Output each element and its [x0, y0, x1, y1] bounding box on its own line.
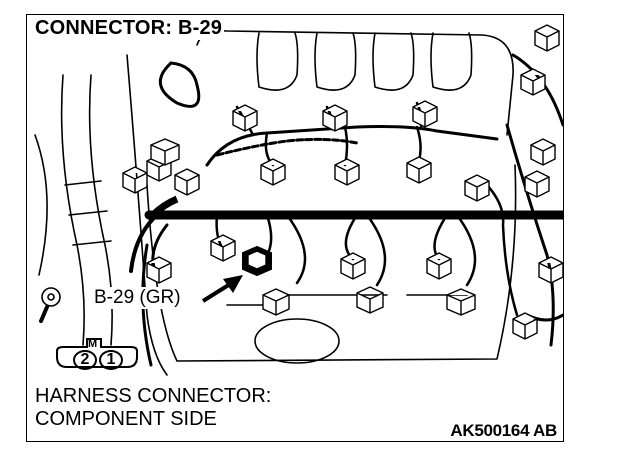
- caption-line-1: HARNESS CONNECTOR:: [35, 385, 272, 407]
- harness-branch: [415, 125, 422, 163]
- main-harness-edge: [150, 195, 179, 218]
- connector: [334, 158, 360, 186]
- pin-number-2: 2: [80, 351, 90, 368]
- harness-wire: [215, 137, 359, 157]
- injector-wire: [365, 213, 387, 287]
- right-wire: [485, 183, 519, 317]
- ground-terminal: [41, 287, 61, 307]
- left-hose: [60, 74, 85, 346]
- connector: [524, 170, 550, 198]
- hose-band: [64, 180, 112, 246]
- callout-arrow: [201, 275, 243, 303]
- connector: [446, 288, 476, 316]
- ground-terminal-hole: [47, 293, 55, 301]
- left-tube: [34, 134, 48, 276]
- connector: [538, 256, 563, 284]
- injector-wire: [455, 213, 477, 287]
- connector-b29: [242, 245, 272, 277]
- connector: [174, 168, 200, 196]
- manifold-runner: [256, 32, 299, 91]
- manifold-runner: [430, 32, 473, 91]
- connector: [406, 156, 432, 184]
- connector: [412, 100, 438, 128]
- manifold-runner: [314, 32, 357, 91]
- connector: [534, 24, 560, 52]
- connector: [146, 256, 172, 284]
- pin-number-1: 1: [106, 351, 116, 368]
- left-hose: [88, 74, 113, 346]
- harness-wire: [205, 125, 499, 167]
- right-wire: [505, 123, 555, 347]
- diagram-frame: CONNECTOR: B-29 B-29 (GR) M 2 1 HARNESS …: [26, 14, 564, 442]
- connector: [262, 288, 290, 316]
- harness-loop: [159, 61, 201, 108]
- connector: [260, 158, 286, 186]
- connector: [322, 104, 348, 132]
- connector: [122, 166, 148, 194]
- manifold-runner: [372, 32, 415, 91]
- injector-wire: [433, 213, 449, 261]
- connector: [530, 138, 556, 166]
- figure-code: AK500164 AB: [447, 421, 557, 441]
- connector-callout-label: B-29 (GR): [93, 287, 182, 309]
- connector: [520, 68, 546, 96]
- connector: [232, 104, 258, 132]
- page-title: CONNECTOR: B-29: [33, 17, 225, 40]
- connector: [512, 312, 538, 340]
- connector: [356, 286, 384, 314]
- connector: [464, 174, 490, 202]
- engine-block-hole: [254, 318, 340, 364]
- engine-wiring-illustration: [34, 24, 563, 376]
- connector: [340, 252, 366, 280]
- connector: [426, 252, 452, 280]
- pin-face-outline: [56, 338, 138, 370]
- connector: [150, 138, 180, 166]
- injector-wire: [285, 213, 307, 285]
- connector: [210, 234, 236, 262]
- view-caption: HARNESS CONNECTOR: COMPONENT SIDE: [35, 385, 276, 431]
- pin-key-label: M: [88, 338, 98, 350]
- engine-block: [146, 164, 517, 362]
- caption-line-2: COMPONENT SIDE: [35, 408, 217, 430]
- injector-wire: [344, 213, 359, 261]
- ground-lead: [39, 305, 49, 323]
